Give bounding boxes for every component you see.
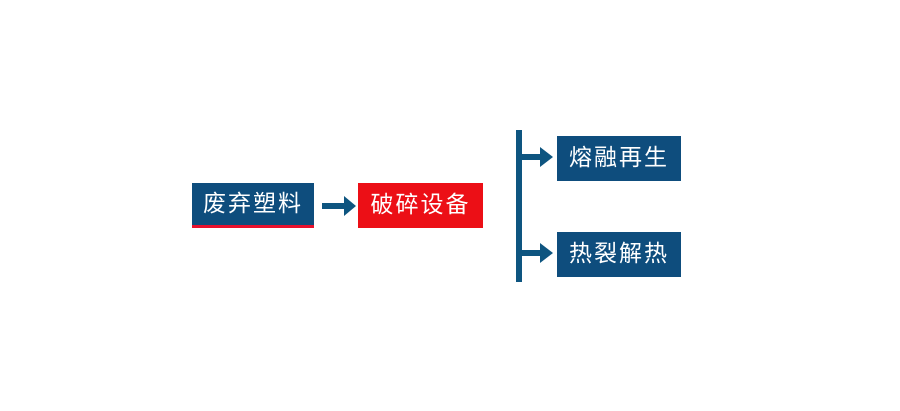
node-equipment-label: 破碎设备	[370, 192, 471, 218]
node-source-label: 废弃塑料	[203, 190, 303, 217]
node-output-melt-regeneration[interactable]: 熔融再生	[557, 136, 681, 181]
node-crushing-equipment[interactable]: 破碎设备	[358, 183, 483, 228]
bracket-split-arrows-icon	[508, 128, 560, 284]
node-output-pyrolysis[interactable]: 热裂解热	[557, 232, 681, 277]
node-output-pyrolysis-label: 热裂解热	[569, 241, 669, 267]
arrow-right-icon	[320, 190, 358, 222]
node-source-waste-plastic[interactable]: 废弃塑料	[192, 183, 314, 228]
node-output-melt-regeneration-label: 熔融再生	[569, 145, 669, 171]
